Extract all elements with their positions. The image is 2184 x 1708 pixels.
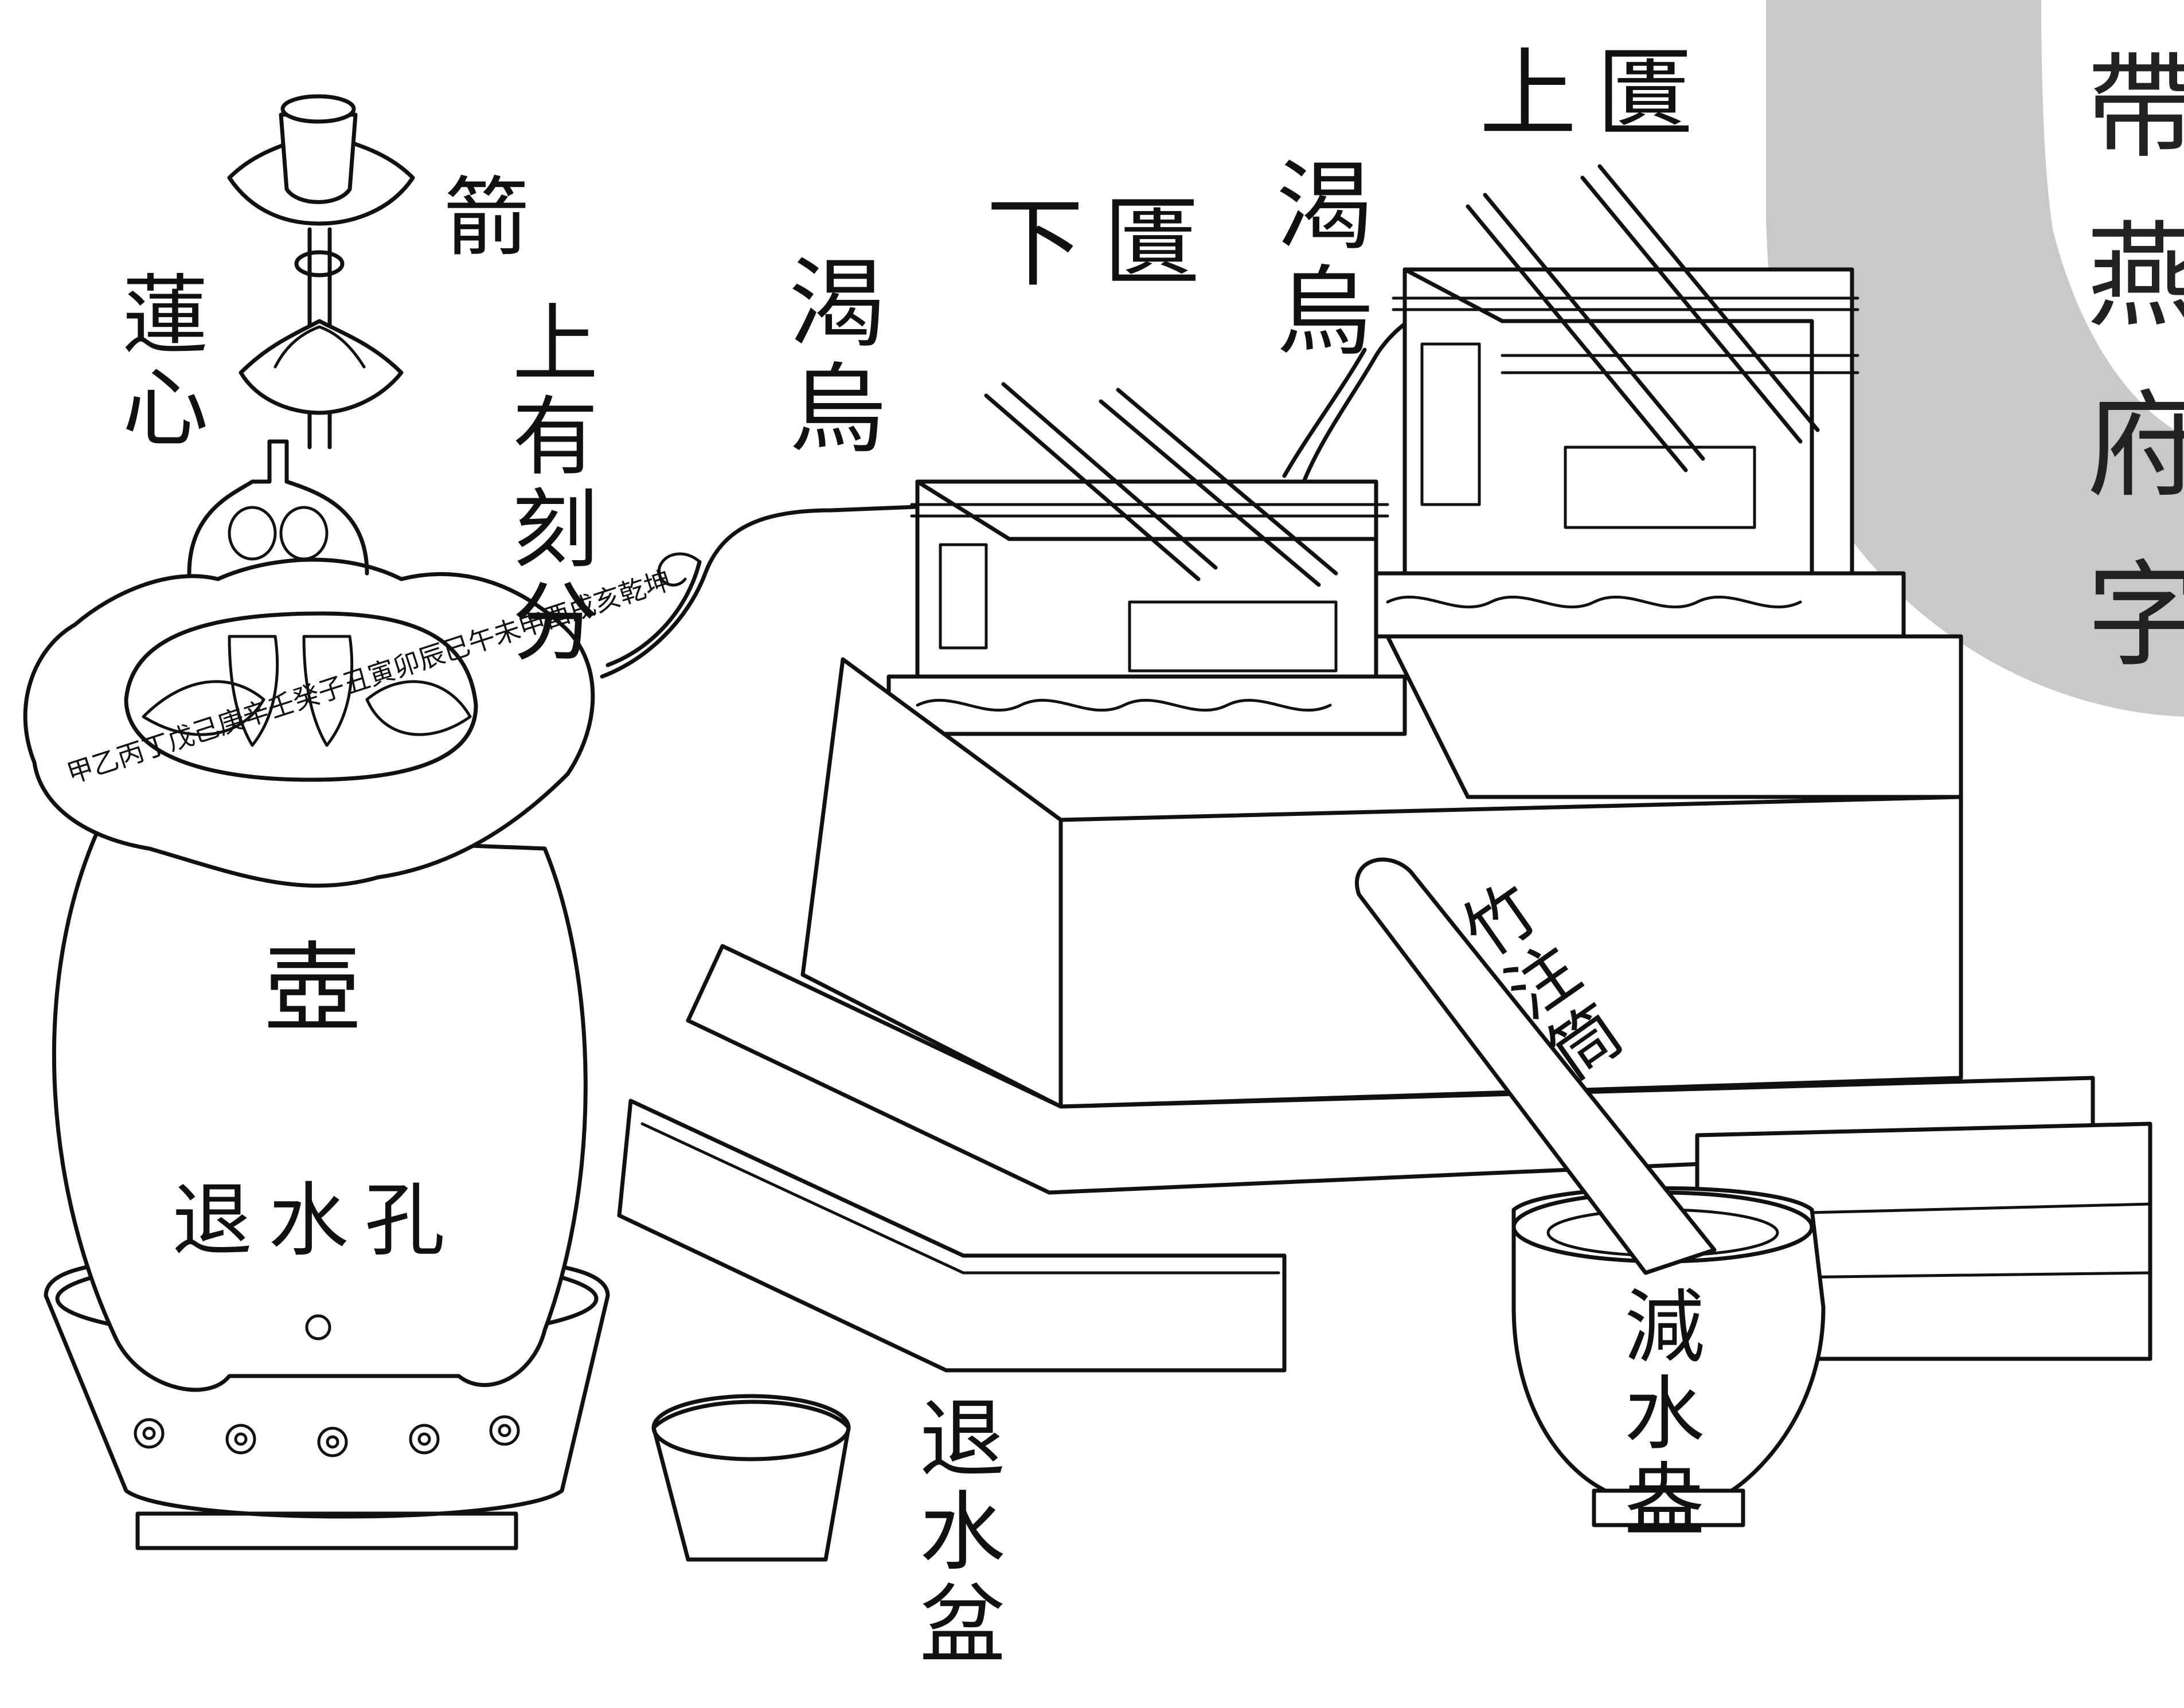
siphon-upper-label: 渴烏 [1259,155,1373,366]
basin-spiral-dots [134,1415,520,1457]
arrow-label: 箭 [429,172,529,265]
arrow-marks-label: 上有刻分 [498,298,597,670]
margin-text: 帶 燕 府 字 [2066,46,2184,678]
overflow-basin-label: 退水盆 [905,1393,1005,1672]
lower-tank [886,382,1407,736]
reducing-basin-assembly [1355,857,1826,1527]
jar-assembly [23,94,610,1550]
jar-body [52,829,588,1392]
siphon-lower-label: 渴烏 [772,252,885,463]
overflow-basin [651,1400,851,1562]
jar-label: 壺 [264,932,362,1046]
overflow-hole-label: 退水孔 [172,1174,462,1268]
upper-tank [1362,164,1906,639]
lower-lotus-icon [239,319,404,415]
lotus-heart-label: 蓮心 [108,269,208,455]
reducing-basin-label: 減水盎 [1611,1284,1704,1545]
siphon-lower-pipe [600,502,977,679]
page-margin-inner [2041,0,2184,436]
bamboo-tube [1355,857,1717,1275]
overflow-hole-icon [305,1314,331,1340]
tank-stand [617,634,2152,1373]
upper-tank-label: 上匱 [1479,38,1714,151]
lower-tank-label: 下匱 [986,187,1221,300]
